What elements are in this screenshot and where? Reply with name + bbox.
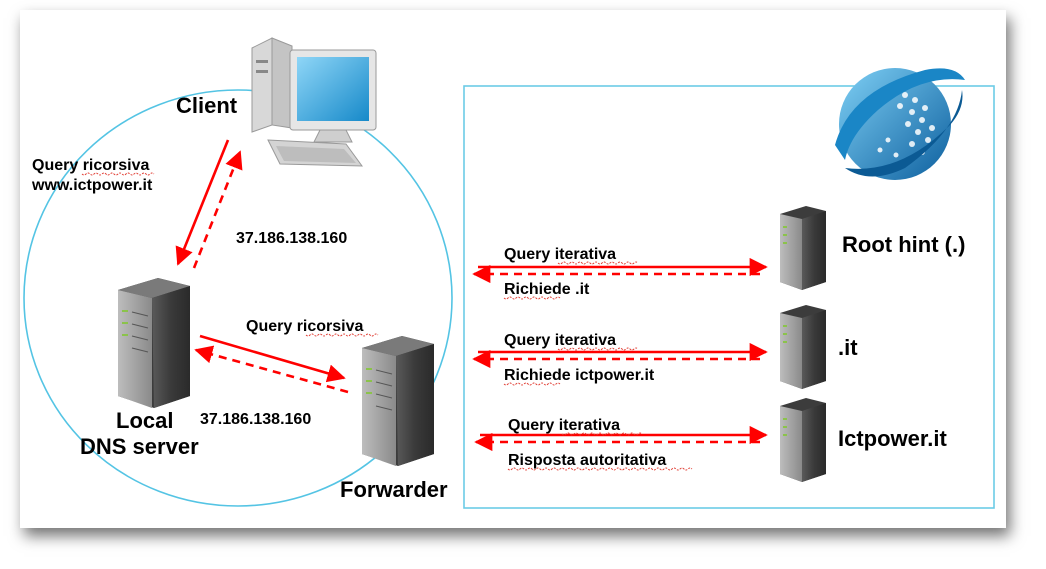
forwarder-label: Forwarder xyxy=(340,477,448,502)
forwarder-answer-arrow xyxy=(194,345,349,394)
forwarder-server-icon xyxy=(362,336,434,466)
ictpower-label: Ictpower.it xyxy=(838,426,947,451)
local-dns-label-line1: Local xyxy=(116,408,173,433)
client-answer-arrow xyxy=(192,150,243,269)
ictpower-answer-label: Risposta autoritativa xyxy=(508,452,666,469)
local-zone-circle xyxy=(23,89,453,507)
local-dns-server-icon xyxy=(118,278,190,408)
forwarder-query-arrow xyxy=(199,334,346,383)
client-label: Client xyxy=(176,93,238,118)
ictpower-server-icon xyxy=(780,398,826,482)
local-dns-label-line2: DNS server xyxy=(80,434,199,459)
it-label: .it xyxy=(838,335,858,360)
client-query-label-line2: www.ictpower.it xyxy=(31,177,153,194)
globe-icon xyxy=(835,68,965,180)
root-hint-label: Root hint (.) xyxy=(842,232,965,257)
it-server-icon xyxy=(780,305,826,389)
it-answer-label: Richiede ictpower.it xyxy=(504,367,655,384)
client-query-label-line1: Query ricorsiva xyxy=(32,157,150,174)
ictpower-query-label: Query iterativa xyxy=(508,417,620,434)
spellcheck-underlines xyxy=(81,172,693,471)
client-query-arrow xyxy=(175,139,230,266)
root-answer-label: Richiede .it xyxy=(504,281,590,298)
forwarder-query-label: Query ricorsiva xyxy=(246,318,364,335)
root-query-label: Query iterativa xyxy=(504,246,616,263)
it-query-label: Query iterativa xyxy=(504,332,616,349)
client-computer-icon xyxy=(251,37,377,167)
forwarder-answer-label: 37.186.138.160 xyxy=(200,411,311,428)
root-hint-server-icon xyxy=(780,206,826,290)
internet-zone-box xyxy=(463,85,995,509)
client-answer-label: 37.186.138.160 xyxy=(236,230,347,247)
